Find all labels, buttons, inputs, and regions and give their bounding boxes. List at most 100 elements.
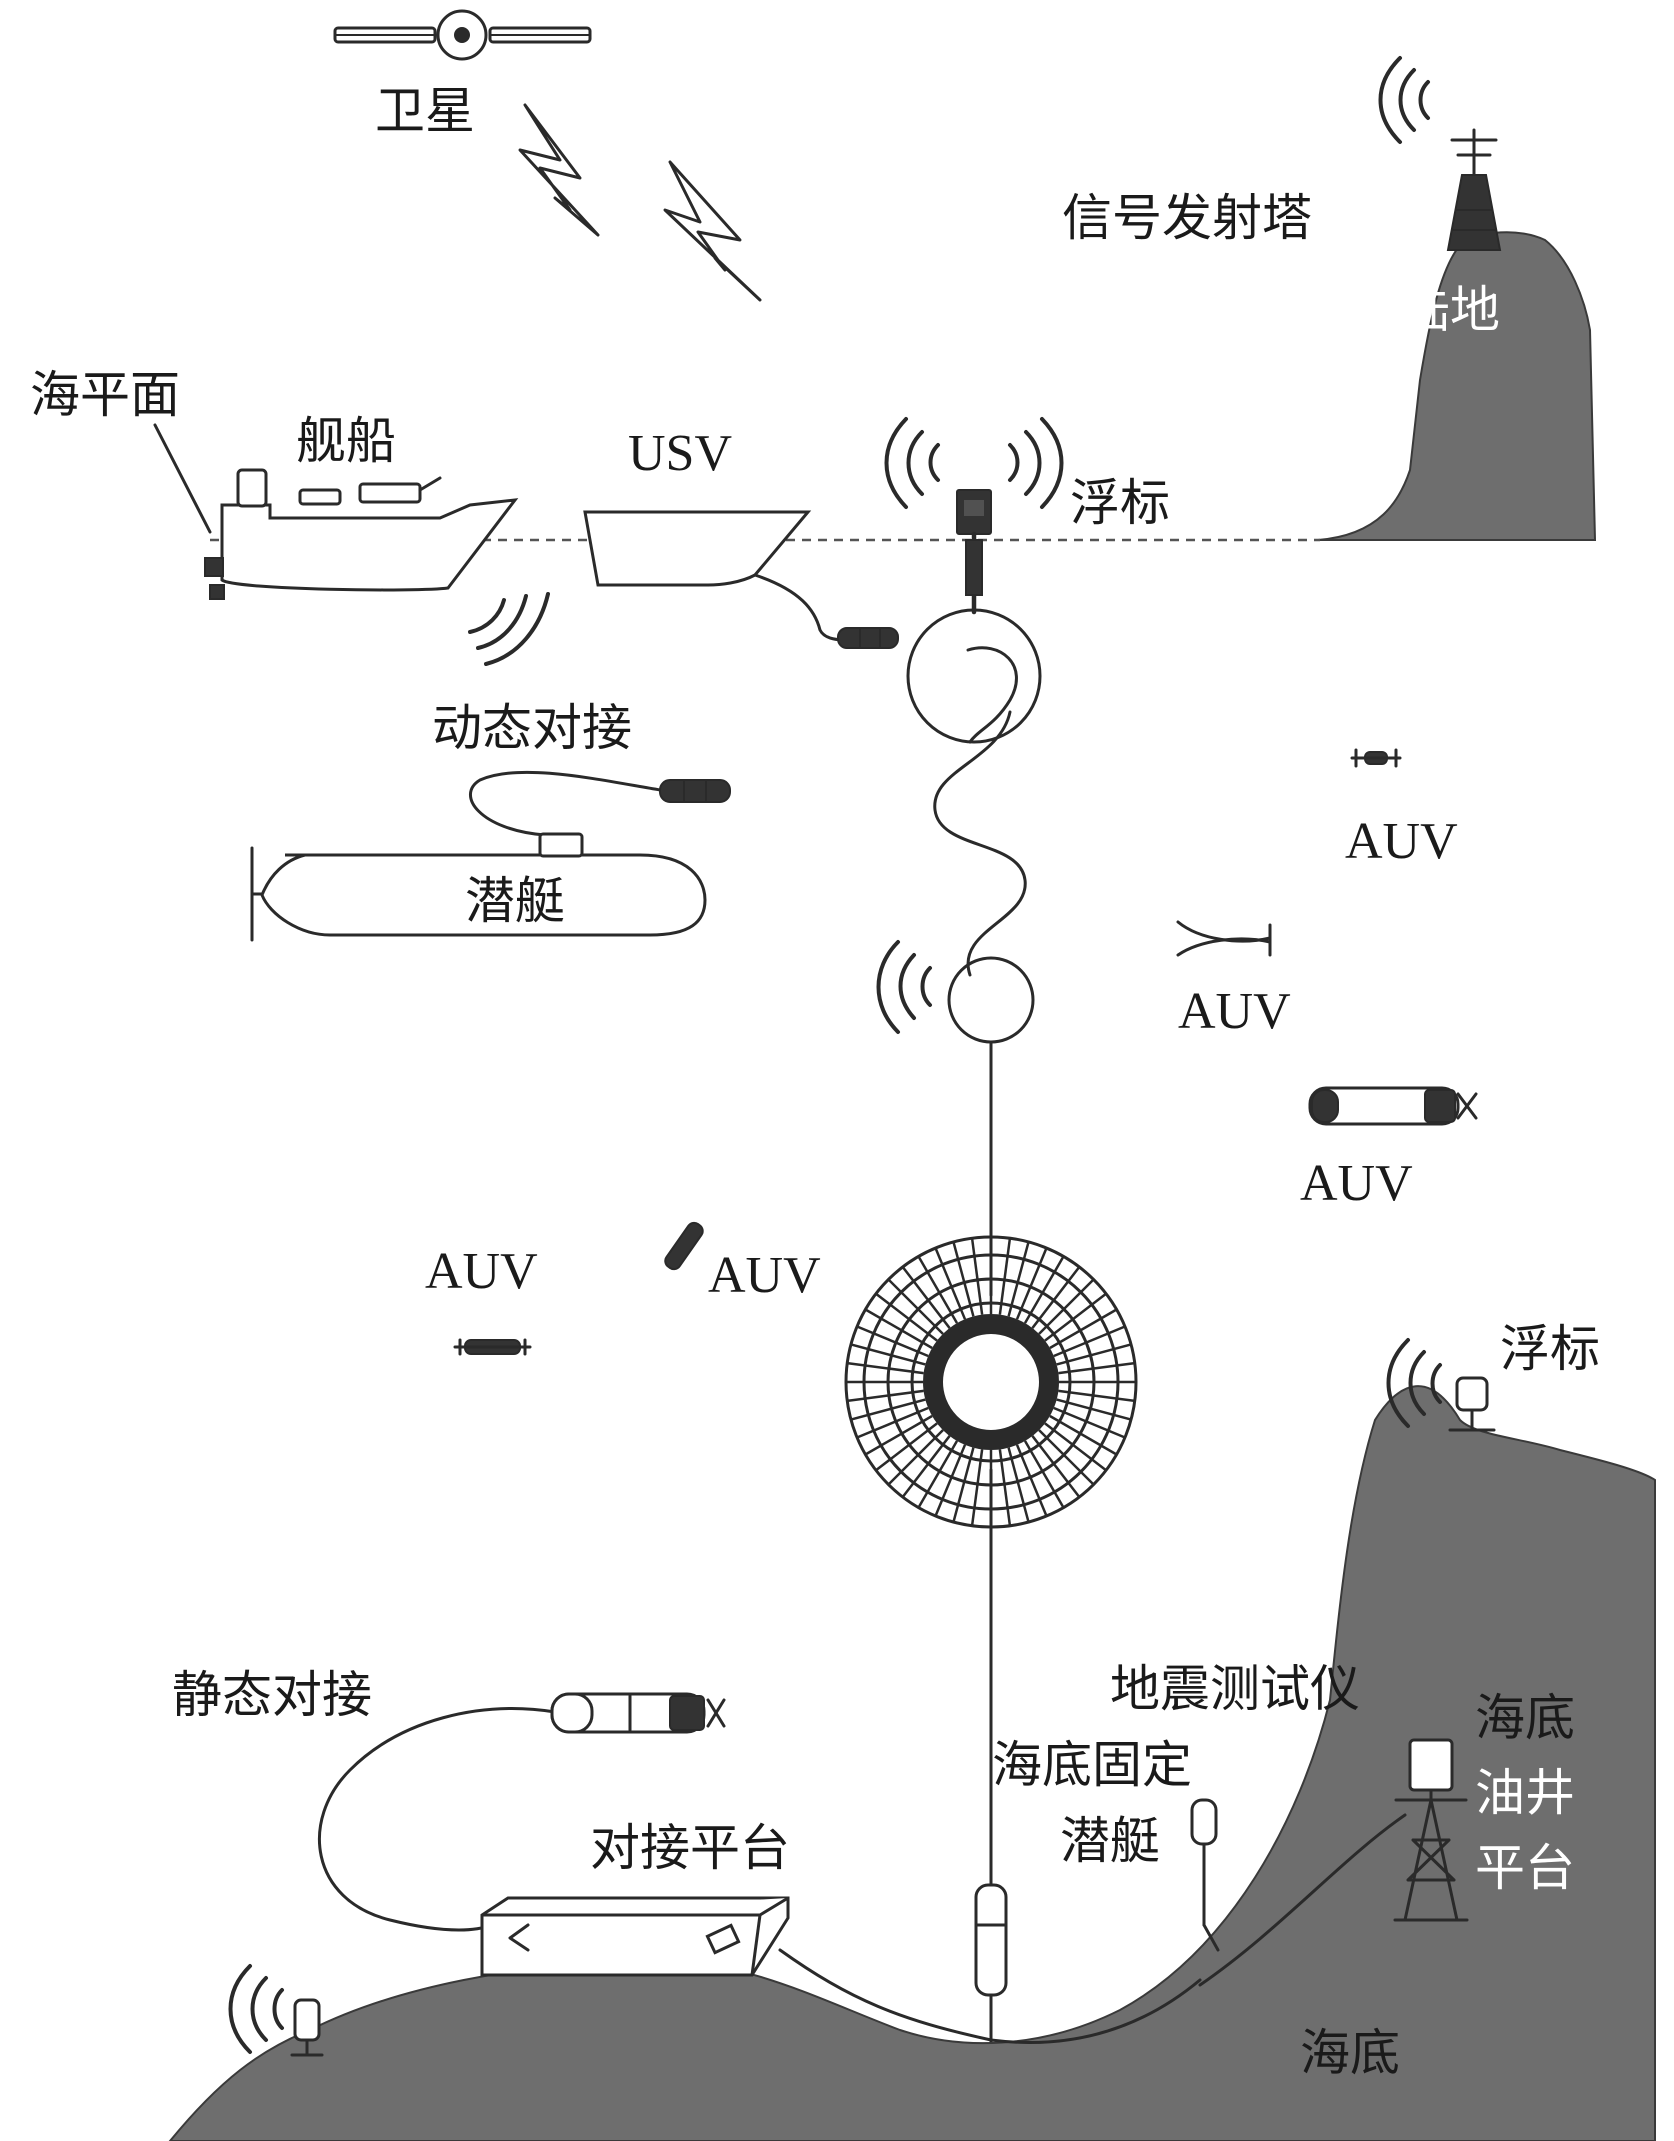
label-fixed-sub-2: 潜艇 (1060, 1812, 1160, 1870)
label-auv-1: AUV (1345, 813, 1458, 870)
submarine-icon (250, 832, 707, 942)
label-auv-2: AUV (1178, 983, 1291, 1040)
oil-well-cable (1198, 1813, 1407, 1987)
wavy-cable (933, 710, 1027, 977)
label-auv-3: AUV (1300, 1155, 1413, 1212)
coil-spoke (998, 1238, 1012, 1315)
label-auv-5: AUV (708, 1247, 821, 1304)
label-fixed-sub-1: 海底固定 (992, 1736, 1192, 1794)
coil-spoke (1023, 1255, 1065, 1324)
label-oil-well-2: 油井 (1475, 1764, 1575, 1822)
coil-spoke (1015, 1444, 1048, 1517)
coil-spoke (934, 1444, 967, 1517)
lightning-icon (518, 103, 600, 237)
coil-spoke (1015, 1247, 1048, 1320)
coil-spoke (901, 1435, 951, 1498)
coil-spoke (1056, 1398, 1132, 1421)
coil-spoke (887, 1429, 944, 1486)
coil-ring (923, 1314, 1059, 1450)
cable-coil-icon (844, 1235, 1138, 1529)
label-buoy-seabed: 浮标 (1500, 1320, 1600, 1378)
sea-level-pointer (153, 423, 212, 534)
seismic-tester-icon (1190, 1798, 1220, 1952)
coil-spoke (1058, 1361, 1135, 1375)
coil-spoke (1044, 1422, 1107, 1472)
label-submarine: 潜艇 (465, 872, 565, 930)
label-docking-platform: 对接平台 (590, 1819, 790, 1877)
label-sea-level: 海平面 (30, 366, 180, 424)
label-signal-tower: 信号发射塔 (1062, 189, 1312, 247)
coil-spoke (875, 1292, 938, 1342)
wireless-signal-icon (228, 1964, 284, 2054)
coil-spoke (1058, 1389, 1135, 1403)
satellite-icon (333, 9, 592, 61)
coil-loop (966, 646, 1018, 744)
auv-icon (1350, 748, 1402, 768)
label-usv: USV (628, 425, 732, 482)
label-dynamic-docking: 动态对接 (432, 699, 632, 757)
coil-spoke (850, 1398, 926, 1421)
coil-spoke (875, 1422, 938, 1472)
coil-spoke (1049, 1308, 1118, 1350)
auv-icon (1308, 1086, 1478, 1126)
auv-icon (550, 1692, 726, 1734)
coil-spoke (856, 1406, 929, 1439)
coil-spoke (864, 1414, 933, 1456)
coil-spoke (1038, 1278, 1095, 1335)
lightning-icon (663, 160, 762, 302)
dynamic-docking-tether (468, 770, 662, 837)
usv-tether (753, 573, 850, 642)
auv-icon (837, 627, 899, 649)
static-docking-tether (318, 1707, 557, 1932)
coil-spoke (847, 1389, 924, 1403)
coil-spoke (1053, 1406, 1126, 1439)
buoy-icon (290, 1998, 324, 2057)
wireless-signal-icon (884, 417, 1064, 509)
label-static-docking: 静态对接 (172, 1666, 372, 1724)
label-seabed: 海底 (1300, 2024, 1400, 2082)
label-seismic-tester: 地震测试仪 (1110, 1660, 1360, 1718)
label-auv-4: AUV (425, 1243, 538, 1300)
coil-spoke (1007, 1447, 1030, 1523)
auv-icon (453, 1338, 532, 1356)
signal-tower-icon (1446, 128, 1502, 251)
coil-spoke (864, 1308, 933, 1350)
coil-spoke (934, 1247, 967, 1320)
coil-spoke (1049, 1414, 1118, 1456)
auv-icon (1176, 920, 1272, 957)
coil-spoke (1056, 1343, 1132, 1366)
label-buoy-surface: 浮标 (1070, 474, 1170, 532)
label-oil-well-1: 海底 (1475, 1689, 1575, 1747)
label-satellite: 卫星 (375, 82, 475, 140)
land-hill (1317, 231, 1597, 541)
wireless-signal-icon (1378, 56, 1430, 144)
lower-ring (947, 956, 1035, 1044)
coil-spoke (1031, 1266, 1081, 1329)
auv-icon (659, 779, 731, 803)
coil-spoke (917, 1440, 959, 1509)
coil-spoke (1044, 1292, 1107, 1342)
wireless-signal-icon (468, 592, 550, 666)
coil-spoke (1031, 1435, 1081, 1498)
upper-cable-coil (906, 608, 1042, 744)
usv-icon (583, 510, 812, 587)
coil-spoke (970, 1238, 984, 1315)
wireless-signal-icon (876, 940, 932, 1034)
label-ship: 舰船 (296, 412, 396, 470)
buoy-icon (956, 489, 992, 615)
coil-spoke (1007, 1241, 1030, 1317)
coil-spoke (856, 1325, 929, 1358)
wireless-signal-icon (1386, 1338, 1442, 1428)
auv-icon (664, 1221, 704, 1271)
label-oil-well-3: 平台 (1475, 1839, 1575, 1897)
ship-icon (204, 468, 519, 600)
coil-spoke (952, 1447, 975, 1523)
oil-well-rig-icon (1393, 1738, 1469, 1922)
coil-spoke (1023, 1440, 1065, 1509)
coil-spoke (1053, 1325, 1126, 1358)
coil-spoke (917, 1255, 959, 1324)
buoy-icon (1448, 1376, 1496, 1432)
seabed-terrain (168, 1385, 1656, 2141)
